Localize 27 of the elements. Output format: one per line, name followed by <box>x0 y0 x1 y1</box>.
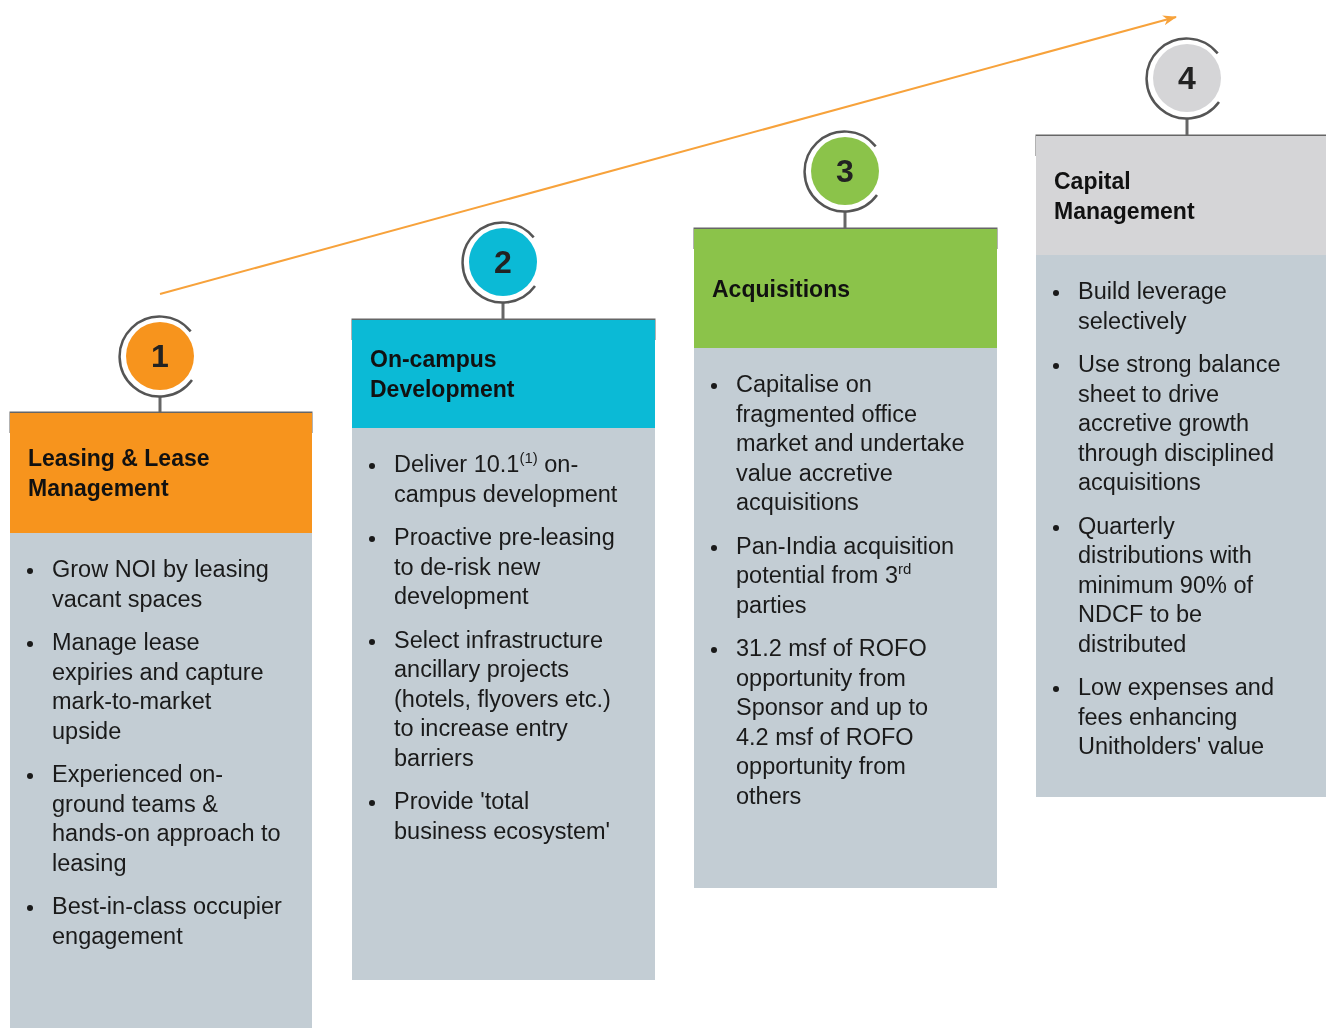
bullet-text: Quarterly distributions with minimum 90% of NDCF to be distributed <box>1078 511 1254 659</box>
stage-header <box>10 413 312 533</box>
bullet-text: Manage lease expiries and capture mark-to-market upside <box>52 628 265 746</box>
bullet-text: 31.2 msf of ROFO opportunity from Sponsor and up to 4.2 msf of ROFO opportunity from others <box>736 634 930 811</box>
bullet-text: Build leverage selectively <box>1078 277 1228 336</box>
bullet-text: Best-in-class occupier engagement <box>52 892 282 951</box>
stage-title: Capital Management <box>1054 166 1196 226</box>
bullet-text: Provide 'total business ecosystem' <box>394 787 612 846</box>
stage-header <box>1036 136 1326 255</box>
bullet-panel <box>694 348 997 888</box>
bullet-text: Low expenses and fees enhancing Unitholders' value <box>1078 673 1275 761</box>
bullet-panel <box>1036 255 1326 797</box>
bullet-panel <box>352 428 655 980</box>
stage-title: On-campus Development <box>370 345 516 404</box>
stage-title: Leasing & Lease Management <box>28 444 211 503</box>
stage-header <box>694 229 997 348</box>
bullet-text: Use strong balance sheet to drive accretive growth through disciplined acquisitions <box>1078 350 1282 497</box>
bullet-text: Experienced on-ground teams & hands-on approach to leasing <box>52 760 282 878</box>
bullet-text: Pan-India acquisition potential from 3$^{rd}$ parties <box>736 531 956 620</box>
bullet-text: Capitalise on fragmented office market and undertake value accretive acquisitions <box>736 370 966 517</box>
bullet-text: Proactive pre-leasing to de-risk new development <box>394 523 616 611</box>
bullet-panel <box>10 533 312 1028</box>
stage-title: Acquisitions <box>712 274 850 304</box>
stage-header <box>352 320 655 428</box>
bullet-text: Deliver 10.1$^{(1)}$ on-campus development <box>394 450 619 509</box>
bullet-text: Grow NOI by leasing vacant spaces <box>52 555 270 614</box>
bullet-text: Select infrastructure ancillary projects (hotels, flyovers etc.) to increase entry barriers <box>394 625 612 773</box>
